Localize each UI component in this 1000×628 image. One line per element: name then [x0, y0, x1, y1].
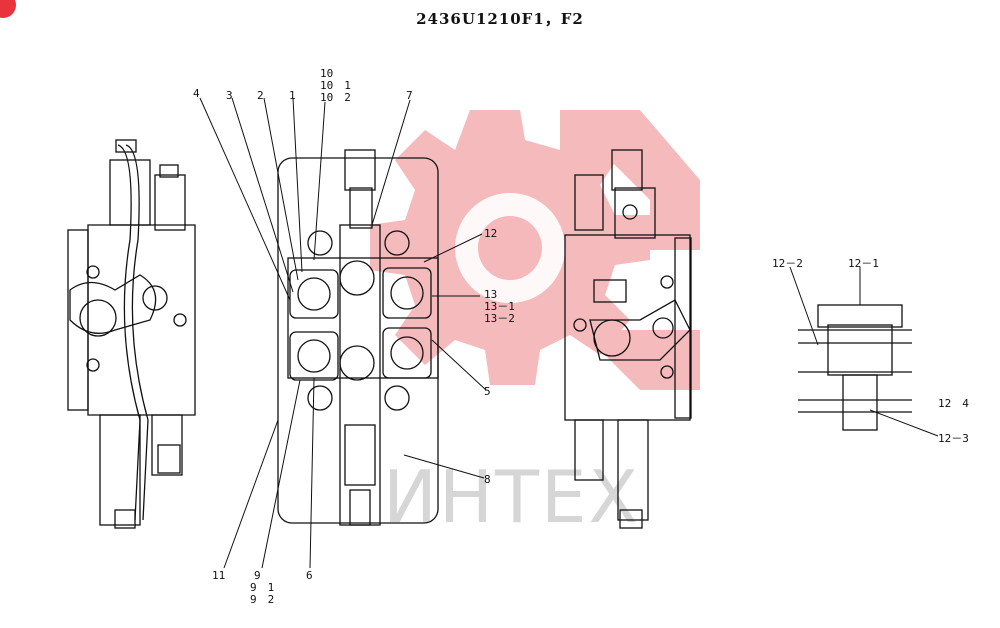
label-4: 4 — [193, 87, 200, 100]
label-9-1: 9 1 — [250, 581, 275, 594]
front-view — [277, 149, 439, 526]
corner-badge — [0, 0, 16, 18]
label-5: 5 — [484, 385, 491, 398]
label-12-3: 12－3 — [938, 432, 969, 445]
label-13: 13 — [484, 288, 498, 301]
label-3: 3 — [226, 89, 233, 102]
label-12-2: 12－2 — [772, 257, 803, 270]
label-10: 10 — [320, 67, 334, 80]
left-side-view — [67, 139, 196, 529]
label-9-2: 9 2 — [250, 593, 275, 606]
label-10-1: 10 1 — [320, 79, 351, 92]
label-9: 9 — [254, 569, 261, 582]
label-12: 12 — [484, 227, 498, 240]
watermark-text: ИНТЕХ — [383, 455, 640, 539]
label-6: 6 — [306, 569, 313, 582]
diagram-title: 2436U1210F1，F2 — [416, 10, 584, 28]
label-13-2: 13－2 — [484, 312, 515, 325]
label-1: 1 — [289, 89, 296, 102]
detail-view-12 — [798, 304, 912, 431]
label-13-1: 13－1 — [484, 300, 515, 313]
label-8: 8 — [484, 473, 491, 486]
right-side-view — [564, 149, 692, 529]
label-12-4: 12 4 — [938, 397, 969, 410]
label-11: 11 — [212, 569, 226, 582]
label-7: 7 — [406, 89, 413, 102]
label-12-1: 12－1 — [848, 257, 879, 270]
label-10-2: 10 2 — [320, 91, 351, 104]
label-2: 2 — [257, 89, 264, 102]
